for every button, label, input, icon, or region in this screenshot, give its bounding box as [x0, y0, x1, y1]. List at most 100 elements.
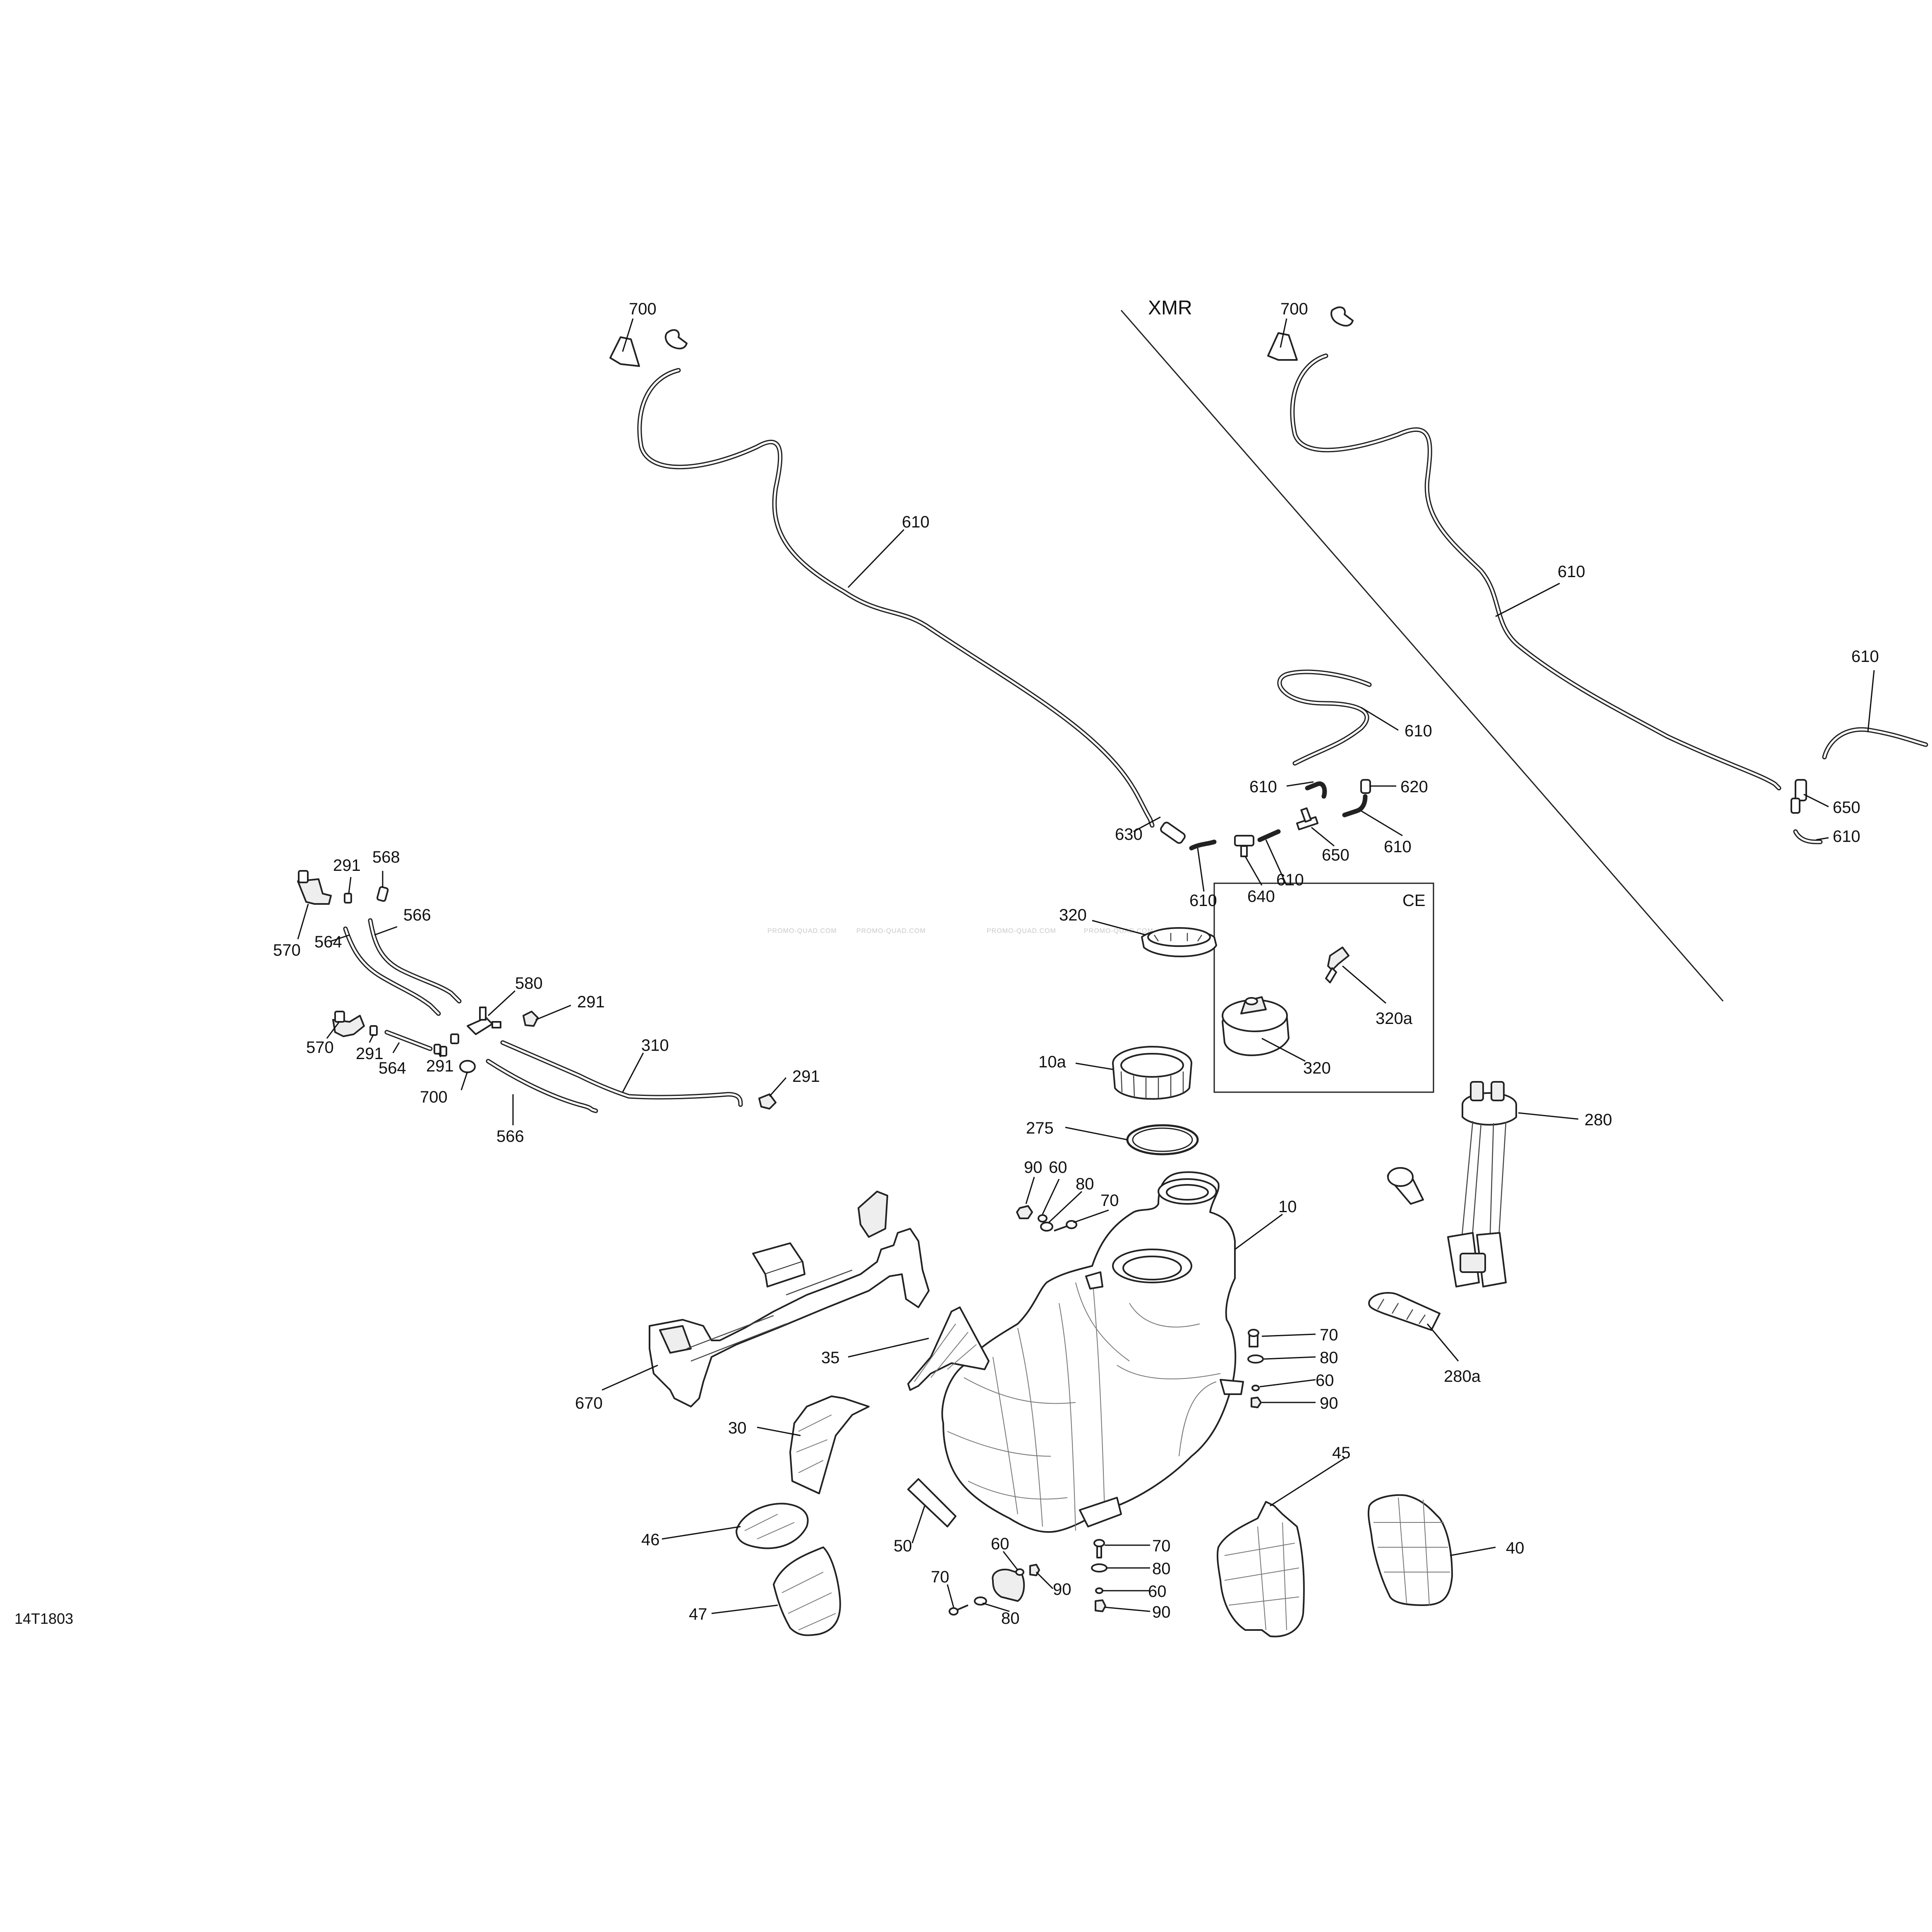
callout-60: 60: [1316, 1371, 1334, 1390]
washer-60-d: [1095, 1587, 1103, 1594]
callout-610: 610: [1189, 892, 1217, 910]
callout-10a: 10a: [1038, 1053, 1066, 1071]
callout-70: 70: [1320, 1326, 1338, 1344]
callout-580: 580: [515, 974, 543, 992]
clip-700-b: [1267, 306, 1354, 361]
watermark-text: PROMO-QUAD.COM: [987, 928, 1056, 935]
callout-80: 80: [1001, 1609, 1020, 1628]
rubber-mount: [992, 1568, 1025, 1602]
callout-10: 10: [1278, 1198, 1297, 1216]
fuel-line-610-main: [637, 368, 1155, 828]
clamp-291-c: [369, 1025, 378, 1036]
callout-310: 310: [641, 1036, 669, 1055]
fuel-tank-10: [941, 1171, 1244, 1533]
connector-650-xmr: [1791, 779, 1807, 814]
callout-80: 80: [1152, 1560, 1171, 1578]
heat-shield-45: [1216, 1501, 1305, 1637]
callout-275: 275: [1026, 1119, 1054, 1137]
callout-700: 700: [420, 1088, 448, 1106]
heat-shield-40: [1367, 1494, 1453, 1606]
callout-610: 610: [1249, 778, 1277, 796]
clamp-291-a: [344, 893, 352, 904]
fitting-620: [1360, 779, 1371, 794]
callout-610: 610: [1384, 838, 1412, 856]
callout-35: 35: [821, 1349, 840, 1367]
heat-shield-30: [789, 1395, 870, 1494]
clip-700-a: [609, 329, 688, 367]
hose-566-a: [368, 918, 462, 1004]
fitting-640: [1234, 835, 1254, 857]
callout-60: 60: [991, 1535, 1009, 1553]
callout-labels: 700 610 700 610 610 650 610 610 610 620 …: [273, 300, 1879, 1628]
callout-564: 564: [314, 933, 342, 951]
bolt-70-b: [1248, 1329, 1259, 1347]
watermark-band: PROMO-QUAD.COM PROMO-QUAD.COM PROMO-QUAD…: [767, 928, 1153, 935]
connector-570-b: [332, 1011, 365, 1037]
hose-610-short-b: [1257, 829, 1281, 842]
nut-90-d: [1095, 1599, 1106, 1612]
callout-291: 291: [356, 1045, 384, 1063]
connector-630: [1160, 822, 1186, 844]
callout-650: 650: [1833, 798, 1860, 817]
callout-700: 700: [629, 300, 657, 318]
callout-610: 610: [902, 513, 930, 531]
heat-shield-35: [907, 1306, 990, 1391]
locking-ring-10a: [1112, 1046, 1192, 1100]
callout-30: 30: [728, 1419, 747, 1437]
callout-70: 70: [931, 1568, 949, 1586]
connector-570-a: [297, 870, 332, 905]
callout-90: 90: [1053, 1580, 1071, 1599]
heat-shield-50: [907, 1478, 956, 1527]
tee-580: [467, 1007, 501, 1035]
callout-50: 50: [894, 1537, 912, 1555]
callout-80: 80: [1320, 1349, 1338, 1367]
hose-564-a: [343, 926, 441, 1016]
leader-lines: [297, 318, 1875, 1614]
callout-60: 60: [1049, 1158, 1067, 1177]
xmr-divider-line: [1120, 310, 1724, 1002]
watermark-text: PROMO-QUAD.COM: [856, 928, 926, 935]
callout-60: 60: [1148, 1582, 1167, 1601]
washer-80-b: [1247, 1354, 1264, 1364]
callout-320: 320: [1303, 1059, 1331, 1077]
hose-610-loop: [1277, 669, 1372, 766]
callout-70: 70: [1100, 1191, 1119, 1210]
callout-630: 630: [1115, 825, 1143, 844]
heat-shield-46: [736, 1503, 809, 1549]
bracket-670: [649, 1191, 930, 1407]
fuel-line-610-xmr: [1290, 353, 1781, 791]
key-320a: [1325, 947, 1350, 983]
callout-670: 670: [575, 1394, 603, 1412]
hose-610-elbow-b: [1342, 794, 1368, 817]
hose-elbow-610-xmr: [1793, 829, 1823, 844]
hose-610-elbow: [1305, 781, 1327, 799]
callout-90: 90: [1152, 1603, 1171, 1621]
xmr-variant-label: XMR: [1148, 297, 1192, 319]
hose-610-xmr-short: [1822, 727, 1928, 760]
bolt-70-c: [949, 1604, 968, 1616]
callout-47: 47: [689, 1605, 707, 1623]
callout-640: 640: [1247, 887, 1275, 906]
hose-610-short-a: [1189, 839, 1217, 851]
washer-80-d: [1091, 1563, 1107, 1572]
bolt-70-d: [1093, 1539, 1105, 1558]
clamp-291-d: [434, 1033, 459, 1057]
nut-90-a: [1016, 1205, 1033, 1219]
callout-566: 566: [403, 906, 431, 924]
hose-310: [500, 1040, 743, 1107]
clamp-291-e: [758, 1093, 777, 1110]
washer-60-b: [1251, 1385, 1260, 1391]
drawing-code: 14T1803: [14, 1610, 73, 1627]
callout-620: 620: [1400, 778, 1428, 796]
callout-291: 291: [792, 1067, 820, 1086]
callout-280a: 280a: [1444, 1367, 1481, 1385]
ce-variant-box: [1213, 882, 1434, 1093]
callout-566: 566: [496, 1127, 524, 1146]
watermark-text: PROMO-QUAD.COM: [767, 928, 837, 935]
fuel-pump-280: [1387, 1081, 1517, 1287]
callout-650: 650: [1322, 846, 1350, 864]
watermark-text: PROMO-QUAD.COM: [1084, 928, 1153, 935]
nut-90-b: [1251, 1397, 1262, 1408]
clamp-700-c: [459, 1060, 476, 1073]
